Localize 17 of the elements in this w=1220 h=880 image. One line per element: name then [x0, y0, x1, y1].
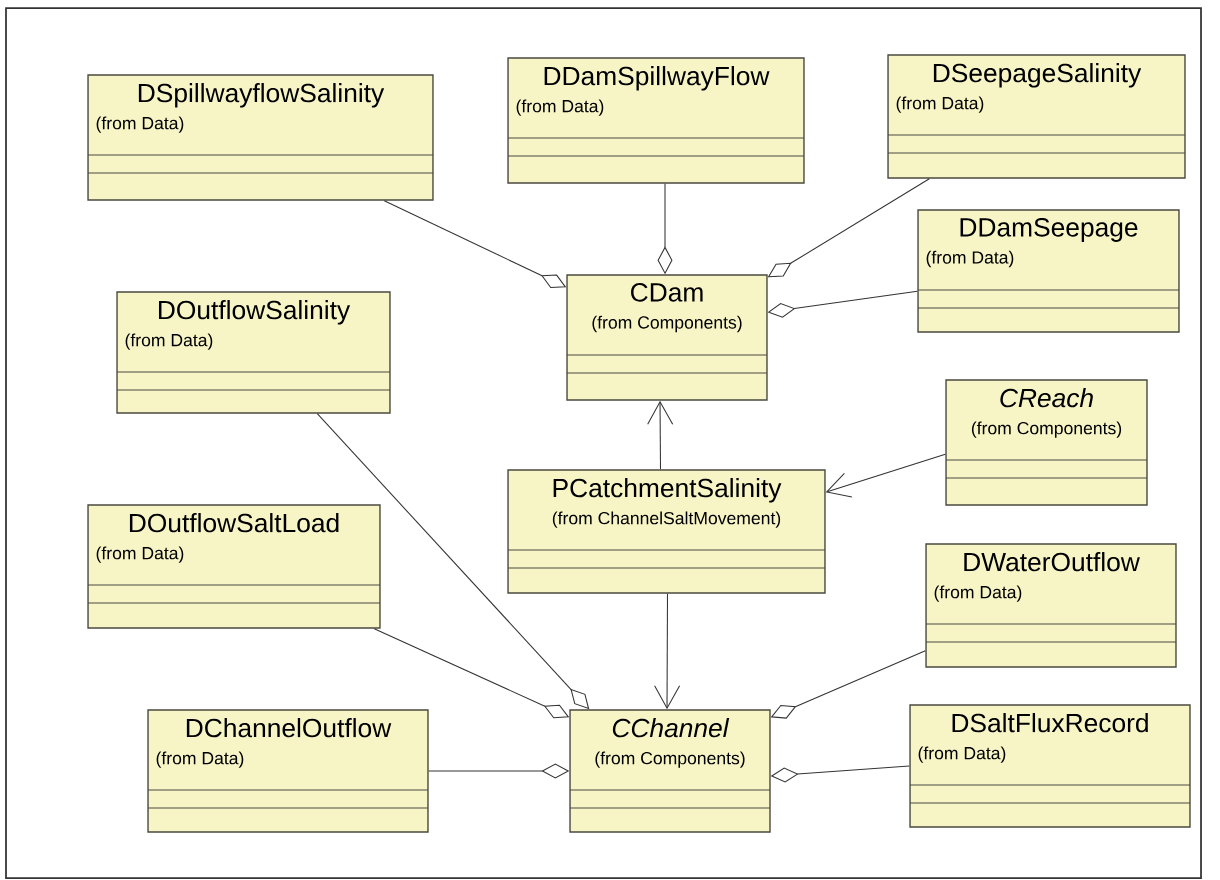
class-box: DOutflowSaltLoad (from Data): [87, 504, 381, 629]
class-box: DOutflowSalinity (from Data): [116, 291, 391, 414]
class-box: CReach (from Components): [945, 379, 1148, 506]
class-box: PCatchmentSalinity (from ChannelSaltMovement): [507, 469, 826, 594]
class-box: DDamSeepage (from Data): [917, 209, 1180, 333]
class-box: DWaterOutflow (from Data): [925, 543, 1177, 668]
class-box: CChannel (from Components): [569, 709, 771, 833]
aggregation-line: [316, 413, 590, 710]
class-box: CDam (from Components): [566, 274, 768, 401]
class-box: DChannelOutflow (from Data): [147, 709, 429, 833]
class-box: DSaltFluxRecord (from Data): [909, 704, 1191, 828]
class-box: DDamSpillwayFlow (from Data): [507, 57, 805, 184]
class-box: DSeepageSalinity (from Data): [887, 54, 1186, 179]
arrow: [654, 593, 681, 710]
class-box: DSpillwayflowSalinity (from Data): [87, 74, 434, 201]
arrow: [647, 400, 674, 470]
arrow: [825, 453, 946, 498]
